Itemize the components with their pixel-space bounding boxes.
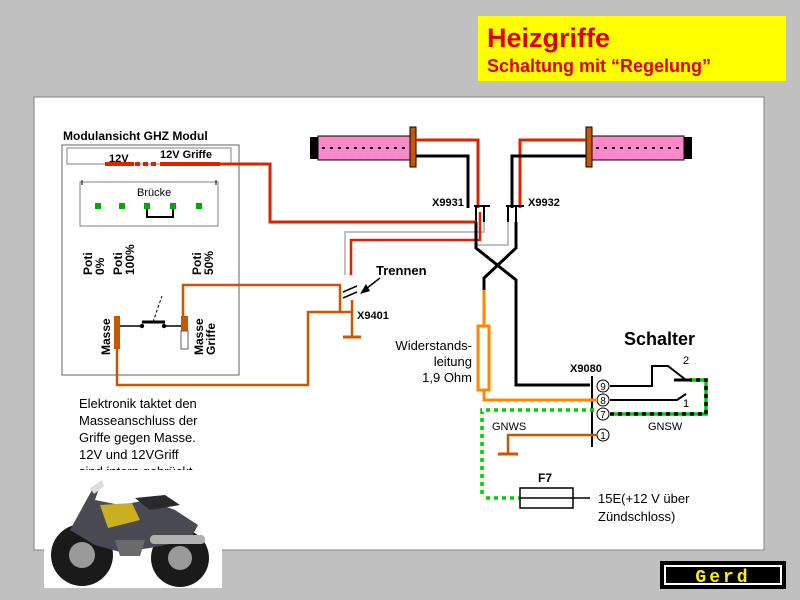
wire-masse-griffe [181,283,342,316]
wire-left-grip-black [416,154,470,208]
wire-switch-ground [506,433,597,453]
switch-pin-1-label: 1 [683,398,689,410]
gnsw-label: GNSW [648,421,683,433]
wire-right-grip-red [518,138,586,208]
trennen-label: Trennen [376,263,427,278]
svg-text:0%: 0% [93,257,107,275]
connector-x9401-label: X9401 [357,310,389,322]
wire-right-grip-black [510,154,586,208]
svg-text:50%: 50% [202,251,216,275]
note-text: Elektronik taktet den Masseanschluss der… [79,396,198,479]
svg-text:8: 8 [600,396,606,407]
poti-100-label: Poti 100% [111,244,137,275]
bridge-jumper [146,209,174,218]
led-4 [170,203,176,209]
svg-text:Masseanschluss der: Masseanschluss der [79,413,198,428]
wire-left-grip-red [416,138,480,208]
title-main: Heizgriffe [487,23,610,53]
masse-terminal [114,316,120,349]
wire-cross-black [482,222,518,290]
trennen-arrow-head [360,284,370,294]
masse-label: Masse [99,318,113,355]
connector-x9080-label: X9080 [570,363,602,375]
svg-text:9: 9 [600,382,606,393]
wire-bridge-red [349,212,482,275]
resistor-label-2: leitung [434,354,472,369]
gerd-logo: Gerd [660,561,786,589]
svg-text:Griffe: Griffe [204,323,218,355]
svg-text:100%: 100% [123,244,137,275]
title-box [478,16,786,81]
connector-x9931-label: X9931 [432,197,464,209]
fuse-source-1: 15E(+12 V über [598,491,690,506]
svg-text:Masse: Masse [192,318,206,355]
connector-x9932 [506,205,524,222]
gnws-label: GNWS [492,421,526,433]
svg-text:12V und 12VGriff: 12V und 12VGriff [79,447,179,462]
connector-x9931 [474,205,490,222]
module-switch-linkage [152,295,163,323]
wire-switch-black [474,222,590,387]
masse-griffe-label: Masse Griffe [192,318,218,355]
switch-contact-1 [610,393,687,401]
resistor [476,324,491,392]
bridge-label: Brücke [137,187,171,199]
switch-contact-2 [610,365,687,387]
title-sub: Schaltung mit “Regelung” [487,56,711,76]
poti-0-label: Poti 0% [81,252,107,275]
left-grip [310,126,417,168]
wire-orange-bottom [482,390,590,402]
switch-pin-2-label: 2 [683,355,689,367]
led-5 [196,203,202,209]
svg-text:Elektronik taktet den: Elektronik taktet den [79,396,197,411]
poti-50-label: Poti 50% [190,251,216,275]
svg-text:Poti: Poti [111,252,125,275]
resistor-label-1: Widerstands- [395,338,472,353]
svg-text:1: 1 [600,431,606,442]
connector-x9932-label: X9932 [528,197,560,209]
pin-12v-griffe-label: 12V Griffe [160,149,212,161]
led-2 [119,203,125,209]
fuse-label: F7 [538,471,552,485]
fuse-source-2: Zündschloss) [598,509,675,524]
masse-griffe-terminal-top [181,316,188,331]
switch-pin-7: 7 [596,407,610,421]
connector-x9401 [342,285,361,339]
module-heading: Modulansicht GHZ Modul [63,129,208,143]
motorcycle-image [44,470,222,588]
right-grip [585,126,692,168]
led-1 [95,203,101,209]
led-3 [144,203,150,209]
svg-text:Poti: Poti [190,252,204,275]
wire-12v-griffe [220,162,476,224]
logo-text: Gerd [695,568,750,588]
wire-masse [115,310,352,387]
switch-pin-9: 9 [596,379,610,393]
svg-text:Griffe gegen Masse.: Griffe gegen Masse. [79,430,196,445]
switch-pin-8: 8 [596,393,610,407]
module-top-bar [66,147,232,165]
svg-text:7: 7 [600,410,606,421]
resistor-label-3: 1,9 Ohm [422,370,472,385]
svg-text:Poti: Poti [81,252,95,275]
masse-griffe-terminal-bottom [180,330,189,350]
wire-grey-lead-2 [475,222,509,246]
wire-grey-lead-1 [344,222,485,275]
switch-title: Schalter [624,329,695,349]
